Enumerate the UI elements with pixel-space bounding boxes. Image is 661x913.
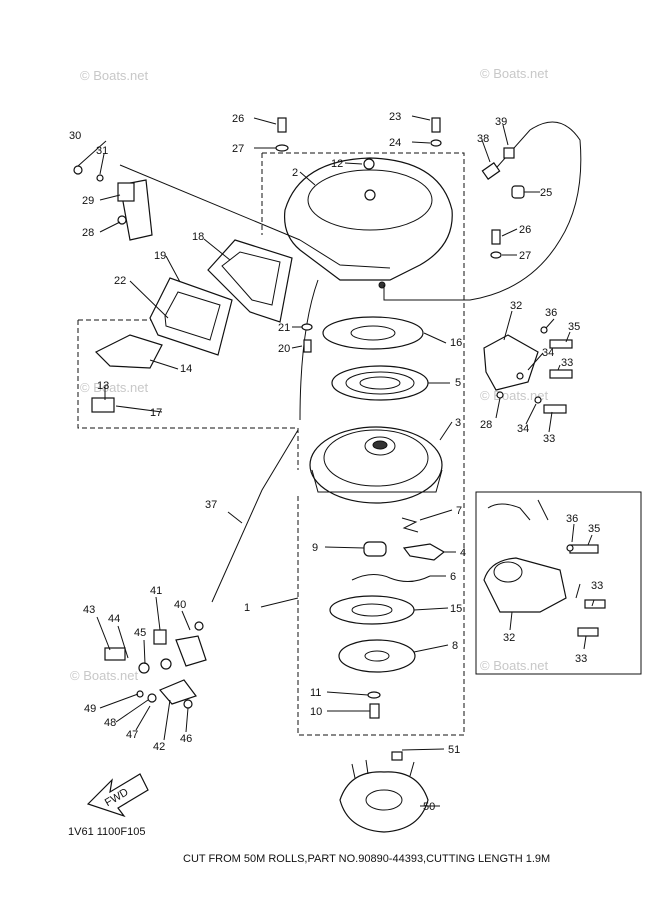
callout-number: 9: [312, 542, 318, 554]
starter-housing: [283, 157, 453, 289]
sheave-drum: [309, 426, 443, 504]
callout-number: 41: [150, 585, 162, 597]
callout-number: 37: [205, 499, 217, 511]
lock-lever-parts: [104, 621, 207, 709]
starter-handle: [91, 239, 293, 413]
callout-number: 36: [545, 307, 557, 319]
callout-number: 33: [543, 433, 555, 445]
callout-number: 17: [150, 407, 162, 419]
assembly-boundaries: [77, 152, 642, 736]
callout-number: 4: [460, 547, 466, 559]
callout-number: 32: [503, 632, 515, 644]
callout-number: 45: [134, 627, 146, 639]
callout-number: 35: [568, 321, 580, 333]
callout-number: 3: [455, 417, 461, 429]
callout-number: 49: [84, 703, 96, 715]
callout-number: 18: [192, 231, 204, 243]
callout-number: 36: [566, 513, 578, 525]
callout-number: 39: [495, 116, 507, 128]
callout-number: 30: [69, 130, 81, 142]
callout-number: 38: [477, 133, 489, 145]
callout-number: 25: [540, 187, 552, 199]
starter-pulley: [339, 751, 429, 833]
callout-number: 33: [575, 653, 587, 665]
callout-number: 16: [450, 337, 462, 349]
callout-number: 48: [104, 717, 116, 729]
callout-number: 27: [232, 143, 244, 155]
watermark: © Boats.net: [80, 380, 149, 395]
watermark: © Boats.net: [70, 668, 139, 683]
callout-number: 47: [126, 729, 138, 741]
callout-number: 13: [97, 380, 109, 392]
callout-number: 33: [591, 580, 603, 592]
callout-number: 11: [310, 687, 321, 699]
watermark: © Boats.net: [480, 66, 549, 81]
watermark: © Boats.net: [480, 388, 549, 403]
callout-number: 12: [331, 158, 343, 170]
diagram-code: 1V61 1100F105: [68, 826, 145, 838]
callout-number: 28: [82, 227, 94, 239]
callout-number: 7: [456, 505, 462, 517]
callout-number: 32: [510, 300, 522, 312]
fasteners: [275, 117, 525, 353]
callout-number: 1: [244, 602, 250, 614]
callout-number: 2: [292, 167, 298, 179]
watermarks: © Boats.net © Boats.net © Boats.net © Bo…: [70, 66, 549, 683]
fwd-arrow-icon: FWD: [86, 773, 149, 818]
callout-number: 51: [448, 744, 460, 756]
callout-number: 26: [232, 113, 244, 125]
callout-labels: 1 2 3 4 5 6 7 8 9 10 11 12 13 14 15 16 1…: [69, 111, 603, 813]
plates: [329, 595, 416, 673]
callout-number: 34: [517, 423, 529, 435]
callout-number: 35: [588, 523, 600, 535]
callout-number: 20: [278, 343, 290, 355]
leader-lines: [77, 115, 595, 807]
footnote: CUT FROM 50M ROLLS,PART NO.90890-44393,C…: [183, 853, 550, 865]
rope-guide: [73, 164, 301, 241]
callout-number: 21: [278, 322, 290, 334]
callout-number: 40: [174, 599, 186, 611]
callout-number: 31: [96, 145, 108, 157]
watermark: © Boats.net: [480, 658, 549, 673]
lock-linkage-upper: [483, 326, 573, 414]
callout-number: 34: [542, 347, 554, 359]
callout-number: 23: [389, 111, 401, 123]
center-bolt: [367, 691, 381, 719]
callout-number: 15: [450, 603, 462, 615]
lock-linkage-lower: [483, 499, 606, 637]
callout-number: 26: [519, 224, 531, 236]
callout-number: 5: [455, 377, 461, 389]
callout-number: 6: [450, 571, 456, 583]
callout-number: 14: [180, 363, 192, 375]
callout-number: 10: [310, 706, 322, 718]
callout-number: 44: [108, 613, 120, 625]
callout-number: 24: [389, 137, 401, 149]
callout-number: 27: [519, 250, 531, 262]
callout-number: 22: [114, 275, 126, 287]
callout-number: 29: [82, 195, 94, 207]
watermark: © Boats.net: [80, 68, 149, 83]
callout-number: 42: [153, 741, 165, 753]
callout-number: 43: [83, 604, 95, 616]
callout-number: 8: [452, 640, 458, 652]
callout-number: 50: [423, 801, 435, 813]
callout-number: 46: [180, 733, 192, 745]
pawl-parts: [351, 517, 446, 582]
callout-number: 33: [561, 357, 573, 369]
callout-number: 19: [154, 250, 166, 262]
callout-number: 28: [480, 419, 492, 431]
spring-and-plate: [322, 316, 429, 401]
